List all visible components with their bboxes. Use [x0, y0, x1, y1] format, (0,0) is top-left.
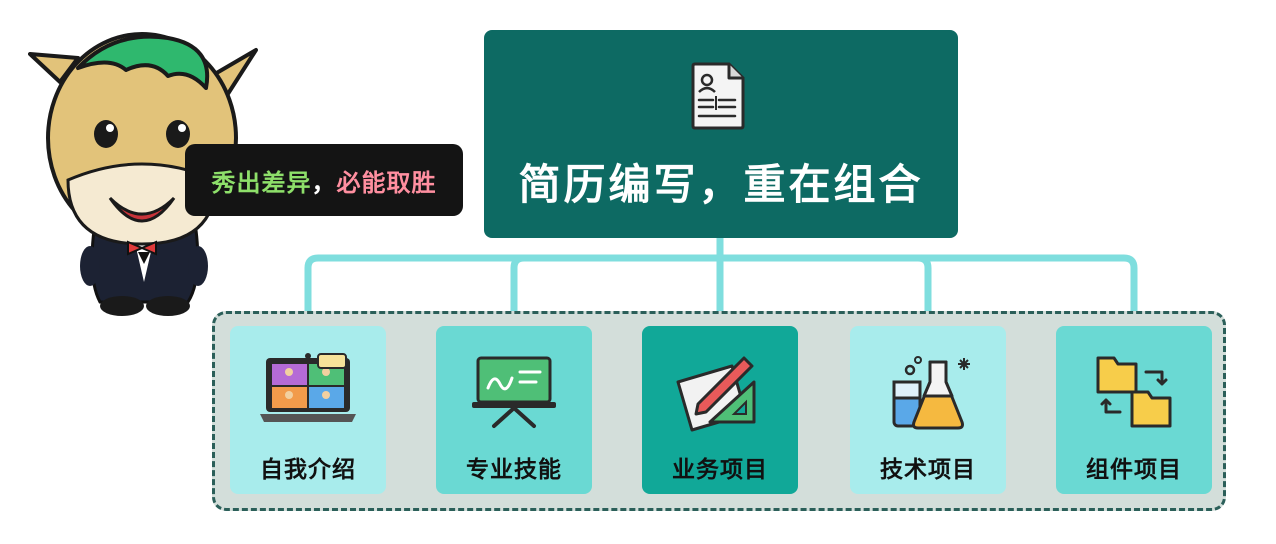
card-label: 组件项目: [1086, 457, 1182, 483]
card-component-projects: 组件项目: [1056, 326, 1212, 494]
speech-bubble: 秀出差异，必能取胜: [185, 144, 463, 216]
header-title: 简历编写，重在组合: [518, 160, 924, 209]
card-label: 自我介绍: [260, 457, 356, 483]
bubble-text-pink: 必能取胜: [336, 168, 437, 197]
card-business-projects: 业务项目: [642, 326, 798, 494]
lab-flask-icon: [892, 356, 970, 430]
card-label: 业务项目: [672, 457, 768, 483]
card-self-intro: 自我介绍: [230, 326, 386, 494]
card-professional-skills: 专业技能: [436, 326, 592, 494]
header-box: 简历编写，重在组合: [484, 30, 958, 238]
folder-swap-icon: [1096, 356, 1172, 428]
resume-document-icon: [691, 62, 745, 130]
video-meeting-icon: [260, 353, 356, 422]
drafting-tools-icon: [676, 356, 756, 432]
card-label: 技术项目: [880, 457, 976, 483]
bubble-text-green: 秀出差异: [211, 168, 312, 197]
presentation-board-icon: [472, 356, 556, 428]
card-label: 专业技能: [466, 457, 562, 483]
bubble-text-comma: ，: [311, 168, 337, 197]
card-technical-projects: 技术项目: [850, 326, 1006, 494]
